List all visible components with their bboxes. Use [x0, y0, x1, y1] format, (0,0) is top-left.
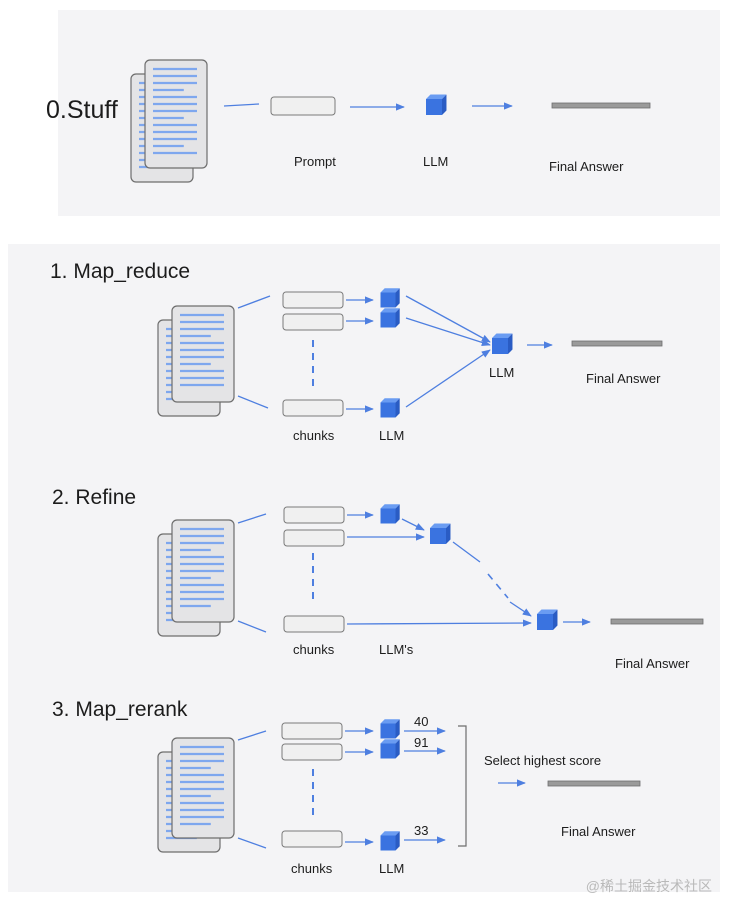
map-rerank-final-answer-bar [547, 780, 641, 787]
stuff-llm-cube-side [442, 94, 447, 115]
refine-final-llm-cube-side [553, 609, 558, 630]
map-rerank-llm-cube-top [380, 719, 400, 724]
map-rerank-llm-cube-side [395, 739, 400, 759]
refine-final-llm-cube-top [537, 609, 558, 614]
map-reduce-llm-cube-side [395, 308, 400, 328]
refine-split-line [237, 513, 267, 524]
refine-llms-label: LLM's [379, 642, 414, 657]
map-reduce-combine-line [405, 317, 491, 346]
refine-llm-cube-side [446, 523, 451, 544]
score-bracket [458, 725, 467, 847]
map-reduce-llm-cube-top [380, 398, 400, 403]
refine-final-answer-label: Final Answer [615, 656, 690, 671]
stuff-title: 0.Stuff [46, 96, 118, 124]
map-rerank-llm-cube-top [380, 831, 400, 836]
map-rerank-llm-cube [380, 723, 396, 739]
map-reduce-combine-llm-cube-side [508, 333, 513, 354]
map-reduce-combine-line [405, 295, 491, 343]
stuff-llm-cube-top [426, 94, 447, 99]
refine-chain-line [452, 541, 481, 563]
map-rerank-title: 3. Map_rerank [52, 698, 188, 721]
stuff-llm-label: LLM [423, 154, 449, 169]
map-rerank-chunk-box [281, 830, 343, 848]
map-reduce-combine-llm-label: LLM [489, 365, 515, 380]
stuff-llm-cube [426, 99, 442, 115]
refine-llm-cube-side [395, 504, 400, 524]
stuff-connector [223, 103, 260, 107]
map-reduce-split-line [237, 295, 271, 309]
map-reduce-llm-cube [380, 402, 396, 418]
map-rerank-chunk-box [281, 722, 343, 740]
score-label: 33 [414, 823, 429, 838]
map-rerank-llm-cube-side [395, 831, 400, 851]
map-reduce-docs-document-front [171, 305, 235, 403]
stuff-prompt-box [270, 96, 336, 116]
refine-arrow-llm-llm [401, 518, 425, 531]
score-label: 40 [414, 714, 429, 729]
map-reduce-title: 1. Map_reduce [50, 260, 191, 283]
refine-chunk-box [283, 506, 345, 524]
map-reduce-final-answer-label: Final Answer [586, 371, 661, 386]
refine-llm-cube [430, 528, 446, 544]
map-reduce-split-line [237, 395, 269, 409]
map-reduce-chunk-box [282, 291, 344, 309]
map-reduce-llm-cube [380, 312, 396, 328]
refine-chunk-box [283, 615, 345, 633]
map-reduce-llm-cube [380, 292, 396, 308]
refine-llm-cube-top [380, 504, 400, 509]
refine-final-answer-bar [610, 618, 704, 625]
map-reduce-llm-cube-side [395, 398, 400, 418]
stuff-docs-document-front [144, 59, 208, 169]
refine-llm-cube-top [430, 523, 451, 528]
map-rerank-chunks-label: chunks [291, 861, 333, 876]
map-rerank-llm-cube-top [380, 739, 400, 744]
map-reduce-combine-llm-cube [492, 338, 508, 354]
select-highest-score-label: Select highest score [484, 753, 602, 768]
map-reduce-llm-cube-side [395, 288, 400, 308]
map-rerank-llm-cube-side [395, 719, 400, 739]
refine-chain-dashed-line [487, 573, 509, 599]
map-reduce-combine-llm-cube-top [492, 333, 513, 338]
map-rerank-final-answer-label: Final Answer [561, 824, 636, 839]
refine-llm-cube [380, 508, 396, 524]
watermark: @稀土掘金技术社区 [585, 878, 712, 894]
map-rerank-llm-cube [380, 835, 396, 851]
map-reduce-chunks-label: chunks [293, 428, 335, 443]
stuff-final-answer-bar [551, 102, 651, 109]
refine-final-llm-cube [537, 614, 553, 630]
refine-chunk-box [283, 529, 345, 547]
map-reduce-llm-label: LLM [379, 428, 405, 443]
refine-title: 2. Refine [52, 486, 137, 509]
map-reduce-combine-line [405, 349, 491, 408]
map-reduce-llm-cube-top [380, 308, 400, 313]
map-rerank-split-line [237, 837, 267, 849]
score-label: 91 [414, 735, 429, 750]
map-reduce-chunk-box [282, 399, 344, 417]
map-rerank-split-line [237, 730, 267, 741]
refine-chain-arrow [509, 601, 532, 617]
stuff-prompt-label: Prompt [294, 154, 336, 169]
refine-split-line [237, 620, 267, 633]
refine-arrow-last-chunk [346, 619, 532, 627]
map-reduce-chunk-box [282, 313, 344, 331]
map-rerank-llm-cube [380, 743, 396, 759]
map-reduce-final-answer-bar [571, 340, 663, 347]
map-reduce-llm-cube-top [380, 288, 400, 293]
refine-chunks-label: chunks [293, 642, 335, 657]
map-rerank-chunk-box [281, 743, 343, 761]
map-rerank-llm-label: LLM [379, 861, 405, 876]
stuff-final-answer-label: Final Answer [549, 159, 624, 174]
